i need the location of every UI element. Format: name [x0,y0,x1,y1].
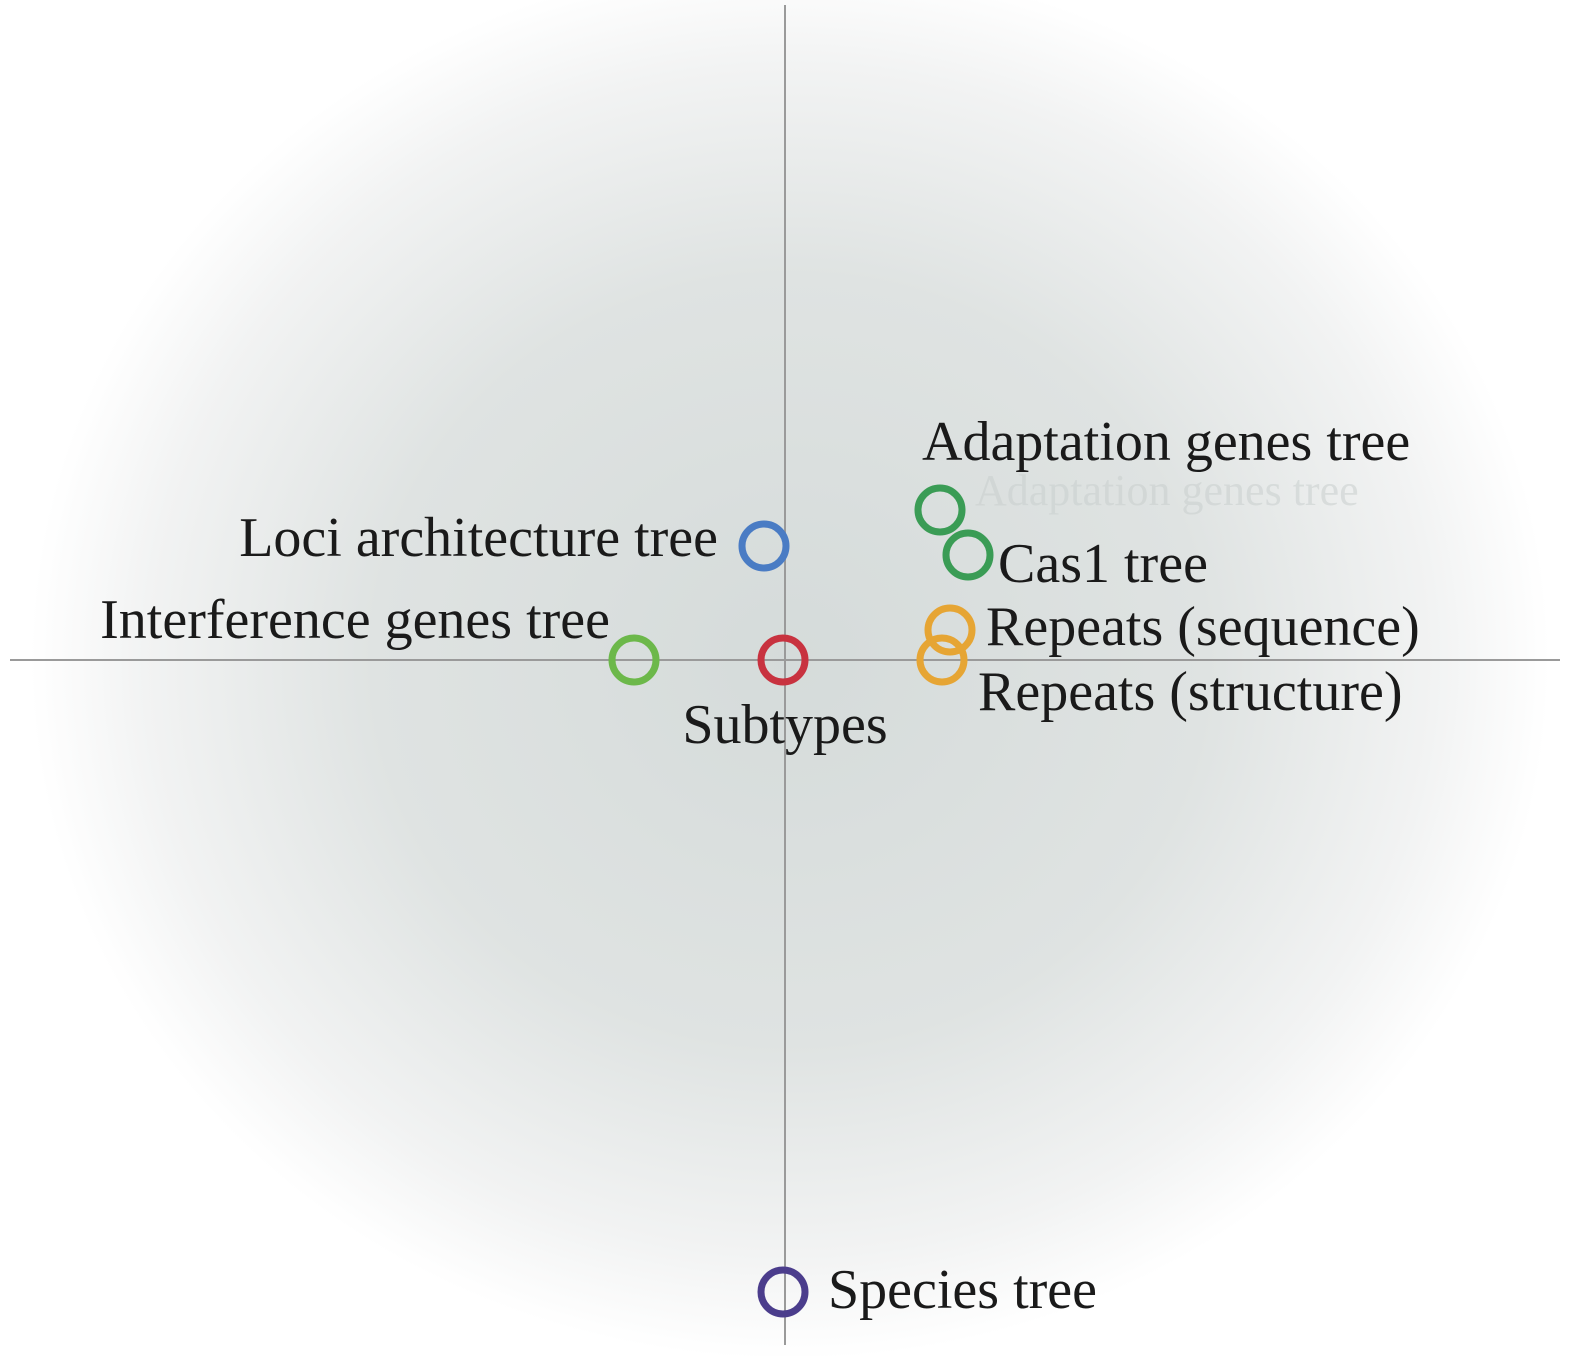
label-interference-genes-tree: Interference genes tree [100,589,610,651]
label-loci-architecture-tree: Loci architecture tree [239,507,718,569]
point-marker-loci-architecture [738,520,790,572]
point-marker-adaptation-genes [914,484,966,536]
ghost-label-artifact: Adaptation genes tree [975,466,1359,515]
point-marker-species [757,1266,809,1318]
point-marker-repeats-sequence [924,604,976,656]
point-marker-interference-genes [608,634,660,686]
label-repeats-structure: Repeats (structure) [978,661,1402,723]
label-repeats-sequence: Repeats (sequence) [986,596,1420,658]
point-marker-subtypes [757,634,809,686]
label-species-tree: Species tree [828,1259,1097,1321]
point-marker-cas1 [942,529,994,581]
point-marker-repeats-structure [916,634,968,686]
label-cas1-tree: Cas1 tree [998,533,1208,595]
label-adaptation-genes-tree: Adaptation genes tree [922,411,1410,473]
label-subtypes: Subtypes [682,694,887,756]
